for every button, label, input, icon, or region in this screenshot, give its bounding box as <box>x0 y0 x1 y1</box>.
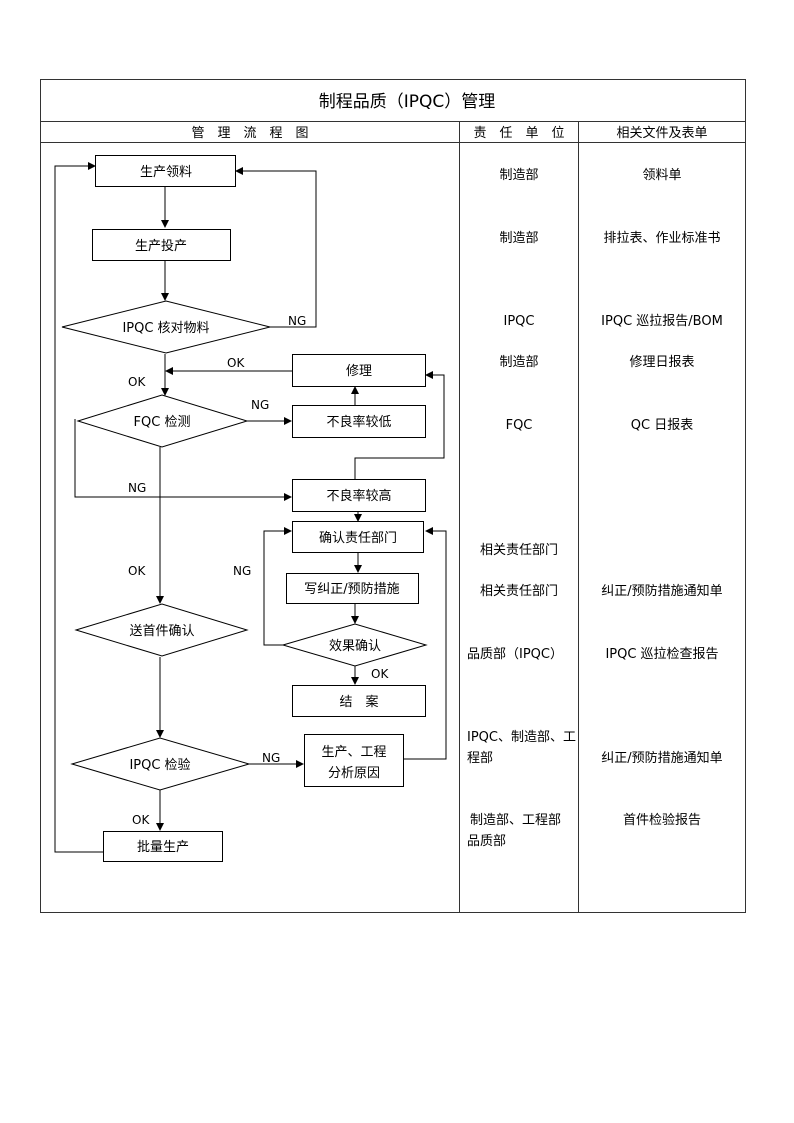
header-flow-chart: 管 理 流 程 图 <box>191 126 308 141</box>
edge-label-ok-inspect: OK <box>132 813 150 827</box>
edge-label-ng-ipqc: NG <box>288 314 306 328</box>
doc-mass: 首件检验报告 <box>623 812 701 828</box>
node-analyze-box <box>304 734 404 787</box>
dept-corrective: 相关责任部门 <box>480 584 558 599</box>
node-analyze-label-1: 生产、工程 <box>321 745 386 760</box>
doc-produce: 排拉表、作业标准书 <box>603 231 720 246</box>
edge-high-repair <box>354 371 445 479</box>
dept-mass-line1: 制造部、工程部 <box>470 813 561 828</box>
node-effect-label: 效果确认 <box>329 639 381 654</box>
node-confirm-dept-box <box>292 521 424 553</box>
dept-inspect-line1: IPQC、制造部、工 <box>467 730 576 745</box>
page-title: 制程品质（IPQC）管理 <box>319 92 496 112</box>
connectors <box>54 162 447 853</box>
dept-produce: 制造部 <box>499 231 538 246</box>
node-low-defect-box <box>292 405 426 438</box>
node-ipqc-inspect-label: IPQC 检验 <box>129 757 190 773</box>
node-fqc-diamond <box>76 394 249 448</box>
node-produce-box <box>92 229 231 261</box>
dept-repair: 制造部 <box>499 355 538 370</box>
dept-fqc: FQC <box>506 418 533 433</box>
header-related-documents: 相关文件及表单 <box>616 126 707 141</box>
node-high-defect-box <box>292 479 426 512</box>
doc-pick: 领料单 <box>642 168 681 183</box>
node-first-article-label: 送首件确认 <box>129 624 194 639</box>
dept-ipqc-check: IPQC <box>504 314 535 329</box>
doc-fqc: QC 日报表 <box>631 418 693 433</box>
edge-label-ng-fqc-low: NG <box>251 398 269 412</box>
dept-pick: 制造部 <box>499 168 538 183</box>
node-analyze-label-2: 分析原因 <box>328 766 380 781</box>
doc-repair: 修理日报表 <box>629 355 694 370</box>
doc-effect: IPQC 巡拉检查报告 <box>605 647 718 662</box>
doc-inspect: 纠正/预防措施通知单 <box>601 750 722 766</box>
node-mass-box <box>103 831 223 862</box>
node-first-article-diamond <box>74 603 249 657</box>
node-corrective-box <box>286 573 419 604</box>
node-mass-label: 批量生产 <box>137 840 189 855</box>
doc-corrective: 纠正/预防措施通知单 <box>601 583 722 599</box>
node-confirm-dept-label: 确认责任部门 <box>319 531 397 546</box>
node-close-box <box>292 685 426 717</box>
header-responsible-unit: 责 任 单 位 <box>473 126 564 141</box>
edge-label-ng-fqc-high: NG <box>128 481 146 495</box>
node-repair-box <box>292 354 426 387</box>
dept-effect: 品质部（IPQC） <box>467 647 563 662</box>
dept-inspect-line2: 程部 <box>467 751 493 766</box>
edge-label-ok-fqc: OK <box>128 564 146 578</box>
dept-mass-line2: 品质部 <box>467 834 506 849</box>
node-low-defect-label: 不良率较低 <box>326 414 391 430</box>
node-corrective-label: 写纠正/预防措施 <box>304 581 399 597</box>
edge-label-ok-effect: OK <box>371 667 389 681</box>
edge-effect-ng <box>263 527 292 646</box>
table-frame <box>40 79 746 913</box>
edge-check-ng-pick <box>235 167 317 328</box>
node-pick-label: 生产领料 <box>140 165 192 180</box>
edge-label-ok-repair: OK <box>227 356 245 370</box>
node-close-label: 结 案 <box>339 695 378 710</box>
dept-confirm: 相关责任部门 <box>480 543 558 558</box>
node-produce-label: 生产投产 <box>135 238 187 254</box>
node-ipqc-check-label: IPQC 核对物料 <box>122 321 209 336</box>
edge-label-ng-effect: NG <box>233 564 251 578</box>
node-ipqc-inspect-diamond <box>70 737 251 791</box>
node-high-defect-label: 不良率较高 <box>326 488 391 504</box>
node-ipqc-check-diamond <box>61 300 271 354</box>
edge-fqc-high <box>74 419 292 501</box>
doc-ipqc-check: IPQC 巡拉报告/BOM <box>601 314 723 329</box>
edge-label-ng-inspect: NG <box>262 751 280 765</box>
edge-mass-pick <box>54 162 103 853</box>
node-pick-box <box>95 155 236 187</box>
edge-analyze-confirm <box>404 527 447 760</box>
node-effect-diamond <box>281 623 428 667</box>
node-fqc-label: FQC 检测 <box>134 415 191 430</box>
edge-label-ok-ipqc: OK <box>128 375 146 389</box>
node-repair-label: 修理 <box>346 364 372 379</box>
